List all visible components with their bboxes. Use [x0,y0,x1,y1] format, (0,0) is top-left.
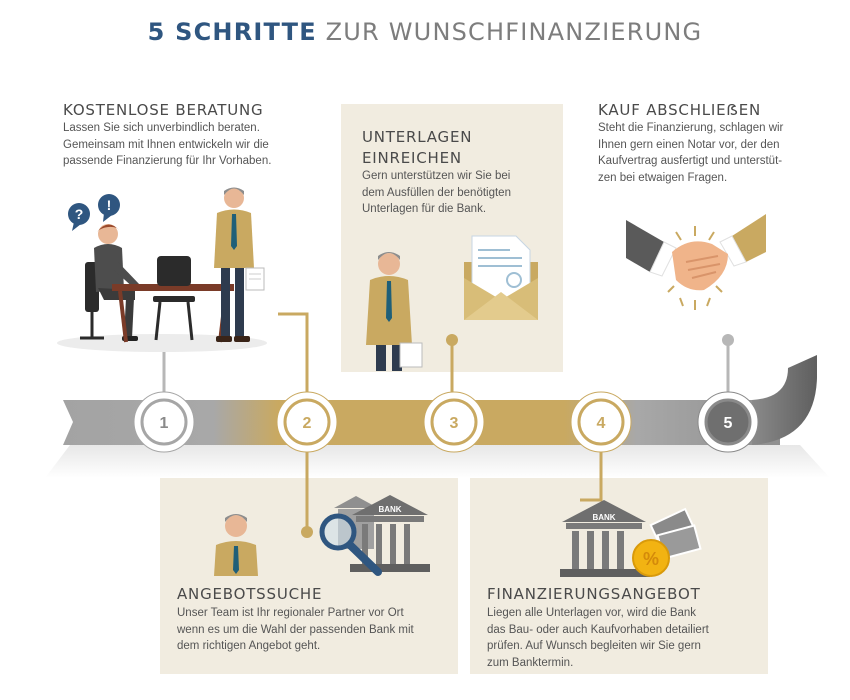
consultation-illustration: ? ! [57,187,267,352]
step1-text: Lassen Sie sich unverbindlich beraten. G… [63,120,323,170]
bank-search-illustration: BANK [214,495,430,576]
step3-heading-line: UNTERLAGEN [362,128,473,146]
question-bubble-icon: ? [68,203,90,231]
document-icon [471,235,531,301]
percent-symbol: % [643,549,659,569]
step-number-1: 1 [160,415,169,432]
step-circle-1: 1 [133,391,195,453]
step4-text-line: prüfen. Auf Wunsch begleiten wir Sie ger… [487,640,701,652]
step3-text-line: dem Ausfüllen der benötigten [362,186,511,199]
step1-heading: KOSTENLOSE BERATUNG [63,101,264,119]
page-title: 5 SCHRITTE ZUR WUNSCHFINANZIERUNG [0,18,850,46]
step3-heading-line: EINREICHEN [362,149,462,167]
connector-2 [278,312,313,538]
step4-text-line: Liegen alle Unterlagen vor, wird die Ban… [487,607,697,619]
step2-text-line: dem richtigen Angebot geht. [177,640,321,652]
step1-text-line: Lassen Sie sich unverbindlich beraten. [63,122,260,134]
step3-text-line: Unterlagen für die Bank. [362,203,487,215]
step1-text-line: passende Finanzierung für Ihr Vorhaben. [63,155,272,167]
title-rest: ZUR WUNSCHFINANZIERUNG [325,18,703,46]
step-number-3: 3 [450,415,459,432]
handshake-icon [626,214,766,310]
step-number-5: 5 [724,415,733,432]
timeline-curve [752,355,817,445]
step5-text-line: Kaufvertrag ausfertigt und unterstüt- [598,155,783,167]
step-number-2: 2 [303,415,312,432]
step3-text-line: Gern unterstützen wir Sie bei [362,170,511,182]
step5-text: Steht die Finanzierung, schlagen wir Ihn… [598,120,838,186]
bank-icon: BANK [560,500,650,577]
step-circle-3: 3 [423,391,485,453]
connector-4 [580,440,603,502]
step5-heading: KAUF ABSCHLIEẞEN [598,101,762,119]
connector-5 [722,334,734,400]
bank-label: BANK [592,513,615,522]
step-number-4: 4 [597,415,606,432]
svg-text:?: ? [75,206,84,222]
step5-text-line: Steht die Finanzierung, schlagen wir [598,122,784,134]
step4-text-line: das Bau- oder auch Kaufvorhaben detailie… [487,623,709,636]
coin-icon: % [632,539,670,577]
step3-text: Gern unterstützen wir Sie bei dem Ausfül… [362,168,562,218]
documents-illustration [366,235,538,371]
step1-text-line: Gemeinsam mit Ihnen entwickeln wir die [63,138,269,151]
step-circle-5: 5 [697,391,759,453]
connector-3 [446,334,458,400]
step4-heading: FINANZIERUNGSANGEBOT [487,585,701,603]
financing-offer-illustration: BANK % [560,500,702,577]
svg-text:!: ! [107,197,112,213]
step5-text-line: zen bei etwaigen Fragen. [598,171,728,184]
step5-text-line: Ihnen gern einen Notar vor, der den [598,138,780,151]
envelope-icon [464,235,538,320]
step2-text-line: Unser Team ist Ihr regionaler Partner vo… [177,607,404,619]
step3-heading: UNTERLAGEN EINREICHEN [362,127,472,169]
band-shadow [45,445,830,478]
step4-text: Liegen alle Unterlagen vor, wird die Ban… [487,605,767,671]
bank-label: BANK [378,505,401,514]
step4-text-line: zum Banktermin. [487,656,574,669]
step-circle-4: 4 [570,391,632,453]
step2-text: Unser Team ist Ihr regionaler Partner vo… [177,605,457,655]
step2-text-line: wenn es um die Wahl der passenden Bank m… [177,623,414,636]
magnifier-icon [319,513,382,576]
banknotes-icon [649,507,702,560]
title-highlight: 5 SCHRITTE [147,18,317,46]
step2-heading: ANGEBOTSSUCHE [177,585,323,603]
step-circle-2: 2 [276,391,338,453]
exclamation-bubble-icon: ! [98,194,120,222]
